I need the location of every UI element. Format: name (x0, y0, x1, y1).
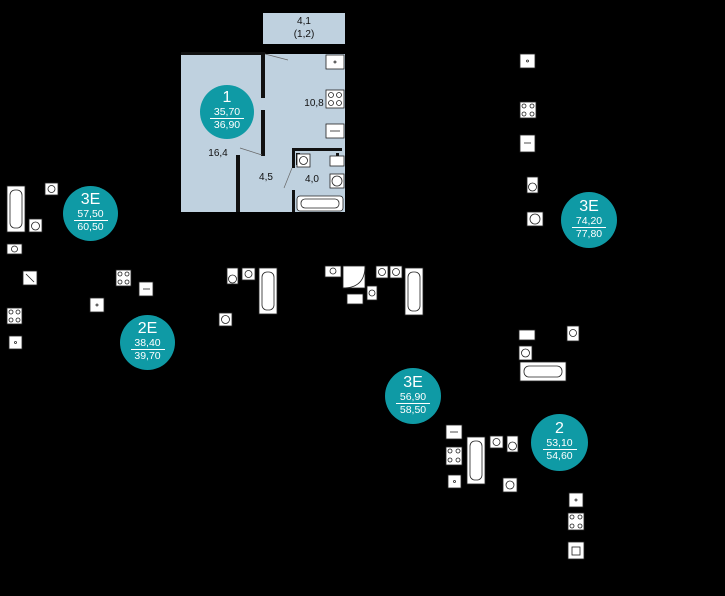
sink-icon (375, 265, 389, 279)
sink-icon (518, 345, 533, 361)
sink-icon (324, 265, 342, 278)
badge-area-living: 35,70 (210, 106, 244, 119)
stove-icon (445, 446, 463, 466)
badge-number: 1 (222, 89, 232, 106)
other-fixtures (6, 53, 585, 560)
toilet-icon (346, 293, 364, 305)
badge-area-living: 56,90 (396, 391, 430, 404)
apartment-badge-2e[interactable]: 2E 38,40 39,70 (120, 315, 175, 370)
toilet-icon (526, 176, 539, 194)
apartment-badge-3e-right[interactable]: 3E 74,20 77,80 (561, 192, 617, 248)
kitchen-area: 10,8 (304, 98, 324, 109)
washer-icon (502, 477, 518, 493)
apartment-1-outline[interactable] (181, 13, 345, 212)
washer-icon (366, 285, 378, 301)
washer-icon (566, 325, 580, 342)
bathtub-icon (519, 361, 567, 382)
stove-icon (519, 101, 537, 119)
stove-icon (115, 269, 132, 287)
badge-area-total: 36,90 (213, 119, 241, 131)
badge-number: 3E (579, 198, 599, 215)
badge-number: 2E (137, 320, 158, 337)
sink-icon (325, 54, 345, 70)
sink-icon (241, 267, 256, 281)
apartment-badge-3e-center[interactable]: 3E 56,90 58,50 (385, 368, 441, 424)
toilet-icon (518, 329, 536, 341)
badge-number: 3E (403, 374, 423, 391)
sink-icon (568, 492, 584, 508)
sink-icon (526, 211, 544, 227)
bathtub-icon (6, 185, 26, 233)
sink-icon (329, 173, 345, 189)
toilet-icon (226, 267, 239, 285)
badge-number: 3E (80, 191, 101, 208)
sink-icon (519, 53, 536, 69)
sink-icon (89, 297, 105, 313)
apartment-1-fixtures (296, 54, 345, 212)
badge-area-total: 77,80 (575, 228, 603, 240)
sink-icon (325, 123, 345, 139)
apartment-badge-1[interactable]: 1 35,70 36,90 (200, 85, 254, 139)
sink-icon (519, 134, 536, 153)
sink-icon (138, 281, 154, 297)
washer-icon (218, 312, 233, 327)
bathtub-icon (466, 436, 486, 485)
sink-icon (447, 474, 462, 489)
sink-icon (6, 243, 23, 255)
apartment-badge-3e-left[interactable]: 3E 57,50 60,50 (63, 186, 118, 241)
sink-icon (489, 435, 504, 449)
shower-icon (22, 270, 38, 286)
badge-area-living: 38,40 (130, 337, 165, 350)
toilet-icon (329, 155, 345, 167)
badge-number: 2 (555, 420, 564, 437)
room-area: 16,4 (208, 148, 228, 159)
washer-icon (44, 182, 59, 196)
bath-area: 4,0 (305, 174, 319, 185)
balcony-area-reduced: (1,2) (294, 29, 315, 40)
balcony-area: 4,1 (297, 16, 311, 27)
toilet-icon (28, 218, 43, 233)
badge-area-total: 60,50 (77, 221, 104, 233)
badge-area-total: 58,50 (399, 404, 427, 416)
stove-icon (567, 512, 585, 531)
badge-area-living: 74,20 (572, 215, 606, 228)
stove-icon (325, 89, 345, 109)
badge-area-total: 54,60 (546, 450, 573, 462)
shower-icon (342, 265, 366, 289)
toilet-icon (506, 435, 519, 453)
hall-area: 4,5 (259, 172, 273, 183)
badge-area-living: 57,50 (73, 208, 108, 221)
toilet-icon (389, 265, 403, 279)
sink-icon (8, 335, 23, 350)
badge-area-living: 53,10 (542, 437, 577, 450)
badge-area-total: 39,70 (134, 350, 161, 362)
sink-icon (445, 424, 463, 440)
bathtub-icon (258, 267, 278, 315)
washer-icon (296, 153, 311, 168)
apartment-badge-2[interactable]: 2 53,10 54,60 (531, 414, 588, 471)
stove-icon (6, 307, 23, 325)
bathtub-icon (296, 195, 344, 212)
bathtub-icon (404, 267, 424, 316)
fridge-icon (567, 541, 585, 560)
